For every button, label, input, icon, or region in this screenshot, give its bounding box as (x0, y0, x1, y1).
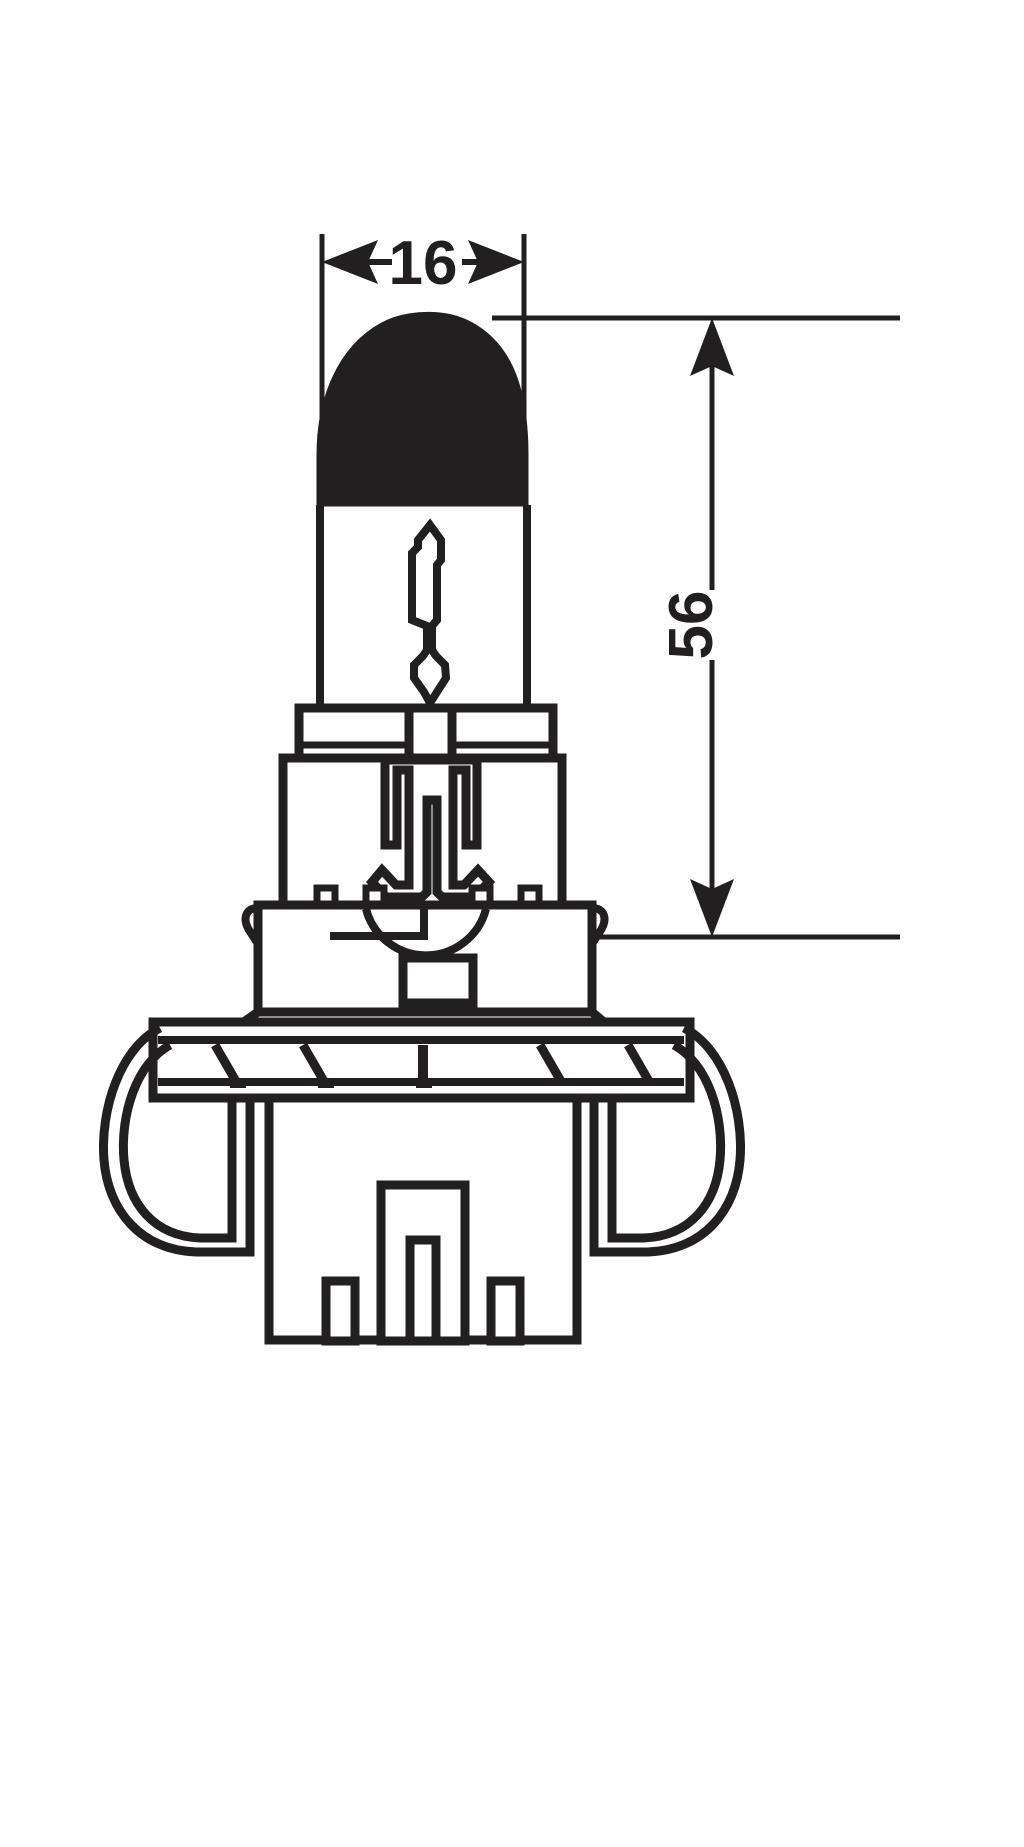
width-arrowhead-right (468, 240, 524, 284)
terminal-left (321, 1276, 360, 1346)
filament-coil (408, 518, 451, 711)
body-window-rect (398, 953, 478, 1008)
width-arrowhead-left (322, 240, 378, 284)
flange-center-key-foot (416, 1078, 432, 1088)
height-dimension-label: 56 (657, 591, 726, 660)
retaining-wire-left-inner (118, 1041, 237, 1243)
body-shoulder-left (241, 904, 262, 947)
insulator-collar-outer (294, 703, 558, 763)
flange-rib-3 (536, 1042, 566, 1086)
flange-rib-1-foot (230, 1078, 246, 1088)
height-dimension-group (492, 315, 900, 940)
terminal-right (486, 1276, 525, 1346)
body-internal-anchor (366, 755, 496, 902)
width-dimension-group (319, 234, 527, 500)
body-shoulder-right (588, 904, 609, 947)
bulb-tip-black-cap (316, 311, 529, 507)
height-arrowhead-bottom (690, 879, 734, 937)
height-arrowhead-top (690, 318, 734, 376)
flange-rib-4 (624, 1042, 654, 1086)
retaining-wire-right-inner (607, 1041, 726, 1243)
body-notch-step (330, 909, 428, 940)
retaining-wire-right-outer (589, 1023, 745, 1257)
flange-rib-1 (211, 1042, 241, 1086)
retaining-wire-left-outer (99, 1023, 255, 1257)
flange-rib-2-foot (318, 1078, 334, 1088)
terminal-center-inner (405, 1235, 441, 1346)
width-dimension-label: 16 (389, 229, 458, 298)
flange-rib-2 (299, 1042, 329, 1086)
